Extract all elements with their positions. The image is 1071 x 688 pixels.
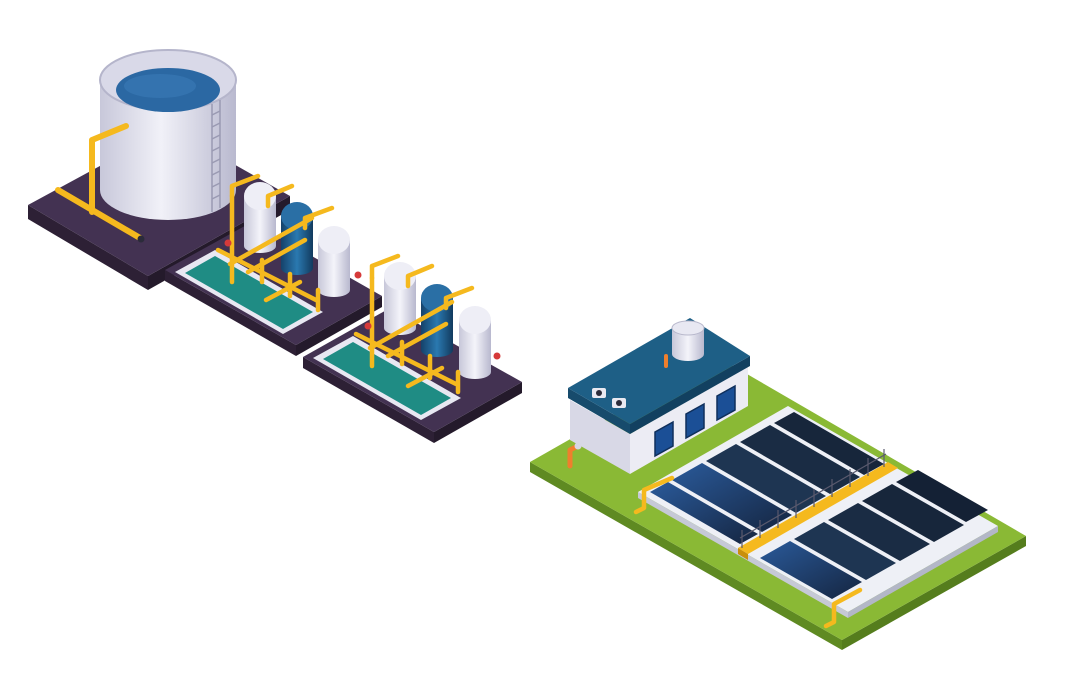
basin-cell: [672, 463, 792, 532]
basin-cell: [862, 484, 964, 542]
filter-platform-1-side-right: [296, 296, 382, 356]
building-roof-side: [568, 388, 630, 434]
vessel-1c: [318, 226, 350, 297]
rooftop-tank: [672, 328, 704, 361]
tank-pipes: [55, 123, 143, 241]
valve-icon: [224, 239, 232, 247]
treatment-site: [530, 318, 1026, 650]
basin-cell: [740, 425, 860, 494]
building-roof-side-right: [630, 356, 750, 434]
basin-cell: [706, 444, 826, 513]
basin-cell: [828, 503, 930, 561]
basin-cell: [896, 470, 988, 522]
filter-platform-2-side-right: [434, 382, 522, 443]
building-roof: [568, 318, 750, 424]
basin-cell: [650, 482, 758, 544]
basin-frame-edge-right: [848, 526, 998, 618]
basin-cell: [774, 412, 884, 475]
filter-unit-1: [165, 173, 382, 356]
vessel-2c: [459, 306, 491, 379]
basin-pipes: [633, 475, 863, 629]
filter-unit-1-pipes: [215, 173, 335, 313]
filter-platform-2-side: [303, 357, 434, 443]
tank-ladder: [211, 100, 221, 212]
treatment-building: [567, 318, 750, 474]
basin-cell: [760, 541, 862, 599]
grass-side-right: [842, 536, 1026, 650]
filter-platform-1-side: [165, 270, 296, 356]
filter-basin-2-water: [323, 342, 451, 415]
walkway-bridge: [738, 449, 898, 560]
filter-unit-2-pipes: [353, 253, 475, 395]
tank-water-shine: [124, 74, 196, 98]
window: [685, 402, 705, 440]
filter-basin-1-water: [185, 256, 313, 329]
window: [716, 384, 736, 422]
valve-icon: [364, 322, 372, 330]
valve-icon: [354, 271, 362, 279]
pipe-outlet: [137, 235, 145, 243]
building-left-wall: [570, 400, 630, 474]
grass-side-left: [530, 462, 842, 650]
settling-basins: [650, 412, 988, 599]
tank-body: [100, 80, 236, 220]
basin-cell: [794, 522, 896, 580]
filter-unit-2: [303, 253, 522, 443]
vessel-1b: [281, 202, 313, 275]
valve-icon: [493, 352, 501, 360]
window: [654, 420, 674, 458]
vessel-2a: [384, 262, 416, 335]
tank-platform-side: [28, 205, 148, 290]
